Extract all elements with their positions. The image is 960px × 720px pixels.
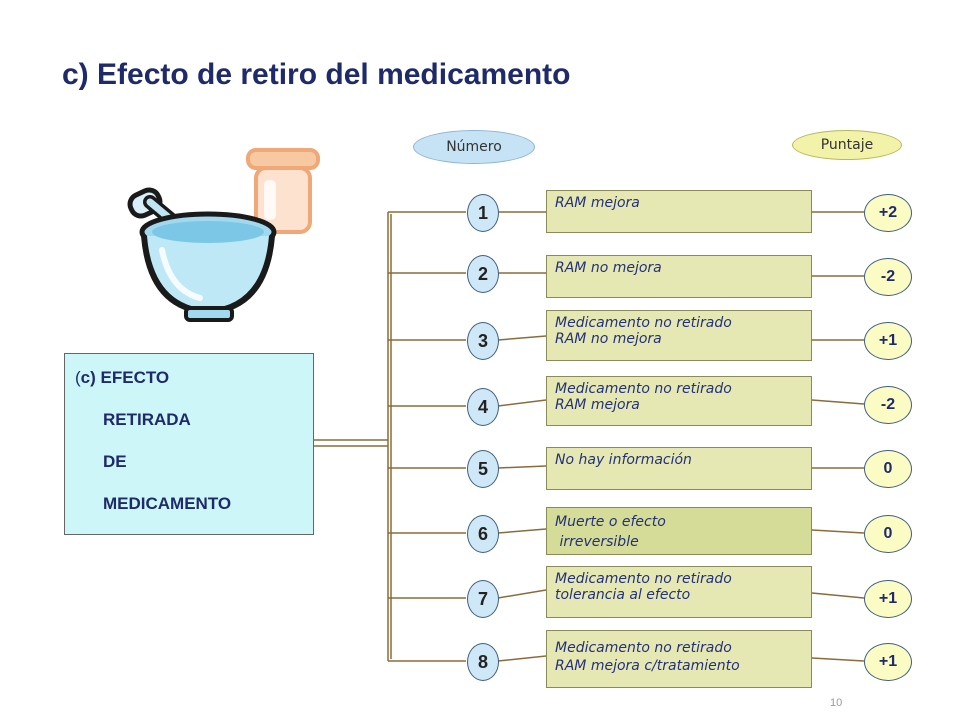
- score-node-8: +1: [864, 643, 912, 681]
- outcome-text-1: RAM mejora: [555, 195, 640, 211]
- outcome-text-4a: Medicamento no retirado: [555, 381, 732, 397]
- number-node-4: 4: [467, 388, 499, 426]
- score-node-4: -2: [864, 386, 912, 424]
- outcome-box-7: Medicamento no retirado tolerancia al ef…: [546, 566, 812, 618]
- page-number: 10: [830, 697, 843, 709]
- number-node-7: 7: [467, 580, 499, 618]
- outcome-box-5: No hay información: [546, 447, 812, 490]
- outcome-text-7b: tolerancia al efecto: [555, 587, 691, 603]
- outcome-box-4: Medicamento no retirado RAM mejora: [546, 376, 812, 426]
- score-node-2: -2: [864, 258, 912, 296]
- outcome-text-4b: RAM mejora: [555, 397, 640, 413]
- left-box-line-4: MEDICAMENTO: [103, 494, 232, 513]
- puntaje-header: Puntaje: [792, 130, 902, 160]
- outcome-text-8a: Medicamento no retirado: [555, 640, 732, 656]
- outcome-box-8: Medicamento no retirado RAM mejora c/tra…: [546, 630, 812, 688]
- outcome-text-3b: RAM no mejora: [555, 331, 662, 347]
- left-box-paren: (: [75, 368, 81, 387]
- score-node-7: +1: [864, 580, 912, 618]
- outcome-text-3a: Medicamento no retirado: [555, 315, 732, 331]
- score-node-3: +1: [864, 322, 912, 360]
- outcome-box-2: RAM no mejora: [546, 255, 812, 298]
- number-node-8: 8: [467, 643, 499, 681]
- number-node-6: 6: [467, 515, 499, 553]
- outcome-text-5: No hay información: [555, 452, 692, 468]
- left-box-line-1-text: c) EFECTO: [80, 368, 170, 387]
- outcome-text-8b: RAM mejora c/tratamiento: [555, 658, 740, 674]
- outcome-box-1: RAM mejora: [546, 190, 812, 233]
- number-node-5: 5: [467, 450, 499, 488]
- outcome-box-6: Muerte o efecto irreversible: [546, 507, 812, 555]
- effect-category-box: (c) EFECTO RETIRADA DE MEDICAMENTO: [64, 353, 314, 535]
- outcome-text-6b: irreversible: [555, 534, 639, 550]
- mortar-pestle-and-jar-icon: [127, 148, 320, 322]
- left-box-line-1: (c) EFECTO: [75, 368, 303, 410]
- score-node-5: 0: [864, 450, 912, 488]
- outcome-text-2: RAM no mejora: [555, 260, 662, 276]
- outcome-box-3: Medicamento no retirado RAM no mejora: [546, 310, 812, 361]
- number-node-3: 3: [467, 322, 499, 360]
- left-box-line-2: RETIRADA: [103, 410, 191, 429]
- page-title: c) Efecto de retiro del medicamento: [62, 58, 571, 91]
- numero-header: Número: [413, 130, 535, 164]
- score-node-1: +2: [864, 194, 912, 232]
- score-node-6: 0: [864, 515, 912, 553]
- number-node-1: 1: [467, 194, 499, 232]
- left-box-line-3: DE: [103, 452, 127, 471]
- outcome-text-6a: Muerte o efecto: [555, 514, 666, 530]
- outcome-text-7a: Medicamento no retirado: [555, 571, 732, 587]
- number-node-2: 2: [467, 255, 499, 293]
